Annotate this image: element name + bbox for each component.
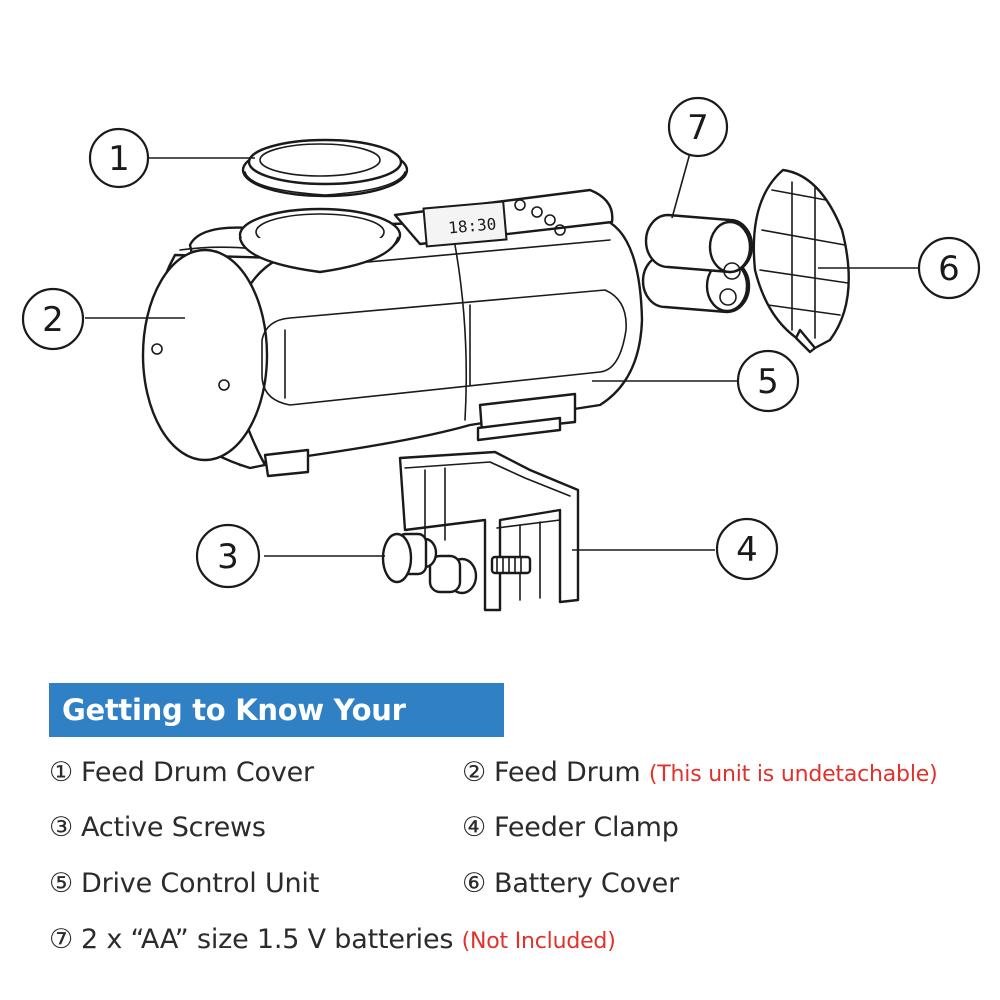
callout-1: 1 [88, 127, 150, 189]
active-screws [381, 532, 532, 595]
legend-label: Drive Control Unit [81, 868, 320, 899]
legend-num: ⑤ [49, 868, 74, 899]
callout-5-label: 5 [757, 362, 779, 402]
legend-num: ① [49, 757, 74, 788]
legend-num: ⑦ [49, 924, 74, 955]
legend-num: ③ [49, 812, 74, 843]
callout-2-label: 2 [42, 300, 64, 340]
legend-label: Feed Drum Cover [81, 757, 314, 788]
legend-note: (Not Included) [461, 929, 616, 954]
feeder-exploded-diagram: 18:30 [21, 96, 981, 612]
legend-label: Feed Drum [494, 757, 641, 788]
callout-4-label: 4 [736, 530, 758, 570]
callout-7: 7 [667, 96, 729, 158]
callout-2: 2 [21, 287, 85, 351]
legend-label: Battery Cover [494, 868, 679, 899]
callout-5: 5 [736, 349, 800, 413]
callout-4: 4 [715, 517, 779, 581]
batteries [641, 213, 754, 314]
callout-6: 6 [917, 236, 981, 300]
feeder-clamp [398, 450, 580, 612]
legend-label: Active Screws [81, 812, 266, 843]
callout-6-label: 6 [938, 249, 960, 289]
callout-3-label: 3 [217, 537, 239, 577]
legend-note: (This unit is undetachable) [648, 762, 938, 787]
legend-label: 2 x “AA” size 1.5 V batteries [81, 924, 454, 955]
section-title: Getting to Know Your Feeder [49, 683, 504, 781]
feeder-body: 18:30 [141, 188, 644, 478]
callout-3: 3 [195, 523, 261, 589]
legend-num: ⑥ [462, 868, 487, 899]
svg-text:18:30: 18:30 [447, 214, 497, 237]
legend-num: ④ [462, 812, 487, 843]
legend-num: ② [462, 757, 487, 788]
legend-label: Feeder Clamp [494, 812, 679, 843]
callout-1-label: 1 [108, 139, 130, 179]
feed-drum-cover [241, 138, 409, 198]
callout-7-label: 7 [687, 108, 709, 148]
battery-cover [752, 168, 850, 354]
